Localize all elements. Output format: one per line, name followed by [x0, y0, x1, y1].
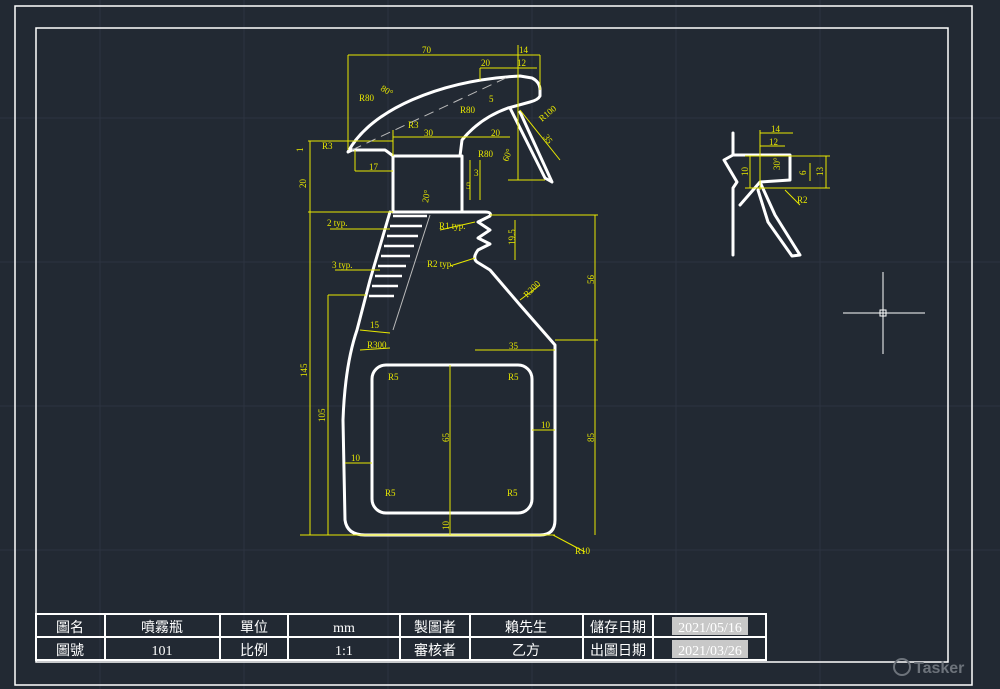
value-scale: 1:1	[335, 644, 353, 659]
label-drawing-number: 圖號	[56, 643, 84, 659]
value-drawing-number: 101	[152, 644, 173, 659]
dim-1: 1	[295, 148, 305, 153]
trigger-centerline	[351, 75, 511, 151]
dim-19-5: 19.5	[507, 229, 517, 245]
dim-r300: R300	[367, 340, 387, 350]
grip-guide-line	[392, 214, 431, 331]
value-drafter: 賴先生	[505, 620, 547, 636]
dim-12: 12	[517, 58, 526, 68]
watermark: Tasker	[893, 658, 964, 677]
dim-30: 30	[424, 128, 434, 138]
dim-56: 56	[586, 275, 596, 285]
label-unit: 單位	[240, 620, 268, 636]
grip-ribs	[369, 214, 427, 298]
inner-border	[35, 27, 949, 663]
dim-20-left: 20	[298, 179, 308, 189]
dim-r80-c: R80	[478, 149, 494, 159]
dim-r100: R100	[537, 103, 559, 124]
label-reviewer: 審核者	[414, 643, 456, 659]
side-dim-angle-30: 30°	[772, 157, 782, 170]
dim-r5-tl: R5	[388, 372, 399, 382]
bottle-body-outline	[341, 210, 557, 537]
dim-3-typ: 3 typ.	[332, 260, 353, 270]
dim-5-top: 5	[489, 94, 494, 104]
dim-r5-br: R5	[507, 488, 518, 498]
label-drafter: 製圖者	[414, 620, 456, 636]
dim-angle-80: 80°	[379, 83, 395, 98]
dim-35-trigger: 35	[541, 132, 555, 146]
dim-3: 3	[474, 168, 479, 178]
spray-bottle-front-view[interactable]: 70 14 20 12 80° R80 R3 30 R80 20 R80 R10…	[295, 45, 598, 556]
dim-20: 20	[491, 128, 501, 138]
trigger-head-outline	[346, 74, 542, 158]
dimension-labels: 70 14 20 12 80° R80 R3 30 R80 20 R80 R10…	[295, 45, 596, 556]
dim-85: 85	[586, 433, 596, 443]
label-scale: 比例	[240, 643, 268, 659]
label-drawing-name: 圖名	[56, 620, 84, 636]
tasker-logo-icon	[893, 658, 911, 676]
dim-20-top: 20	[481, 58, 491, 68]
side-dim-r2: R2	[797, 195, 808, 205]
title-block: 圖名 噴霧瓶 單位 mm 製圖者 賴先生 儲存日期 2021/05/16 圖號 …	[35, 613, 767, 661]
dim-15: 15	[370, 320, 380, 330]
nozzle-side-outline	[722, 131, 802, 258]
side-dim-13: 13	[815, 167, 825, 177]
dim-10-right: 10	[541, 420, 551, 430]
value-reviewer: 乙方	[512, 643, 540, 659]
dim-65: 65	[441, 433, 451, 443]
dim-14: 14	[519, 45, 529, 55]
dim-r80-a: R80	[359, 93, 375, 103]
value-issue-date: 2021/03/26	[678, 644, 742, 659]
crosshair-cursor	[843, 272, 925, 354]
value-unit: mm	[333, 621, 355, 636]
neck	[391, 154, 464, 214]
dim-35: 35	[509, 341, 519, 351]
dim-angle-60: 60°	[500, 147, 514, 163]
dim-10-bottom: 10	[441, 521, 451, 531]
dim-angle-20: 20°	[420, 189, 432, 204]
label-issue-date: 出圖日期	[590, 643, 646, 659]
side-dim-14: 14	[771, 124, 781, 134]
side-dim-10: 10	[740, 167, 750, 177]
label-save-date: 儲存日期	[590, 620, 646, 636]
trigger-outline	[508, 106, 554, 184]
nozzle-side-view[interactable]: 14 12 10 30° 6 13 R2	[722, 124, 830, 258]
dim-r80-b: R80	[460, 105, 476, 115]
dim-70: 70	[422, 45, 432, 55]
watermark-text: Tasker	[914, 660, 964, 677]
side-dimension-lines	[745, 130, 830, 206]
dim-5: 5	[466, 181, 471, 191]
dim-r5-bl: R5	[385, 488, 396, 498]
dim-2-typ: 2 typ.	[327, 218, 348, 228]
dim-r2-typ: R2 typ.	[427, 259, 454, 269]
dim-r3-left: R3	[322, 141, 333, 151]
dim-105: 105	[317, 408, 327, 422]
dim-r3-top: R3	[408, 120, 419, 130]
dim-r1-typ: R1 typ.	[439, 221, 466, 231]
outer-border	[14, 5, 973, 686]
value-drawing-name: 噴霧瓶	[141, 620, 183, 636]
dimension-lines	[300, 45, 598, 553]
dim-145: 145	[299, 363, 309, 377]
dim-r5-tr: R5	[508, 372, 519, 382]
dim-17: 17	[369, 162, 379, 172]
side-dim-6: 6	[798, 170, 808, 175]
dim-10-left: 10	[351, 453, 361, 463]
dim-r10: R10	[575, 546, 591, 556]
side-dim-12: 12	[769, 137, 778, 147]
value-save-date: 2021/05/16	[678, 621, 742, 636]
inner-window	[370, 363, 534, 515]
